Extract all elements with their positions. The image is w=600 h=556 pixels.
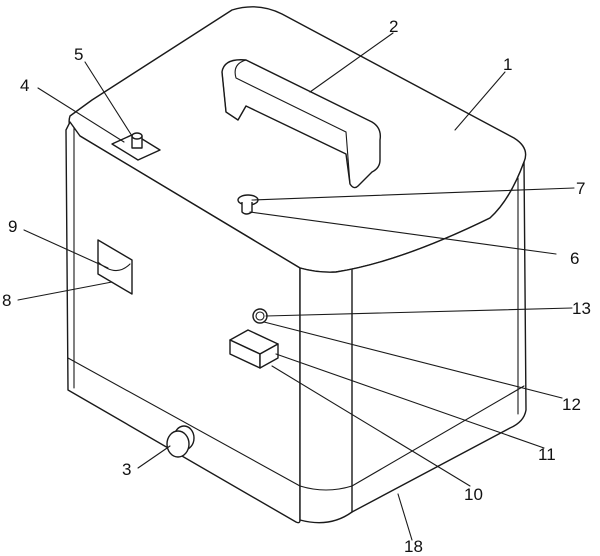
right-face bbox=[299, 161, 527, 524]
label-9: 9 bbox=[8, 217, 17, 236]
box-body bbox=[65, 6, 527, 524]
label-18: 18 bbox=[404, 537, 423, 556]
side-knob bbox=[166, 425, 195, 458]
leader-lines bbox=[17, 32, 575, 541]
label-13: 13 bbox=[572, 299, 591, 318]
part-labels: 1 2 3 4 5 6 7 8 9 10 11 12 13 18 bbox=[2, 17, 591, 556]
base-band-left bbox=[67, 357, 301, 487]
base-band-front bbox=[299, 485, 353, 491]
front-switch bbox=[252, 308, 268, 324]
label-11: 11 bbox=[538, 445, 556, 464]
front-box bbox=[229, 329, 279, 369]
base-band-right bbox=[351, 385, 525, 487]
label-8: 8 bbox=[2, 291, 11, 310]
label-12: 12 bbox=[562, 395, 581, 414]
label-5: 5 bbox=[74, 45, 83, 64]
handle bbox=[221, 59, 382, 189]
label-4: 4 bbox=[20, 76, 29, 95]
label-7: 7 bbox=[576, 179, 585, 198]
label-2: 2 bbox=[389, 17, 398, 36]
label-3: 3 bbox=[122, 460, 131, 479]
label-1: 1 bbox=[503, 55, 512, 74]
label-10: 10 bbox=[464, 485, 483, 504]
label-6: 6 bbox=[570, 249, 579, 268]
